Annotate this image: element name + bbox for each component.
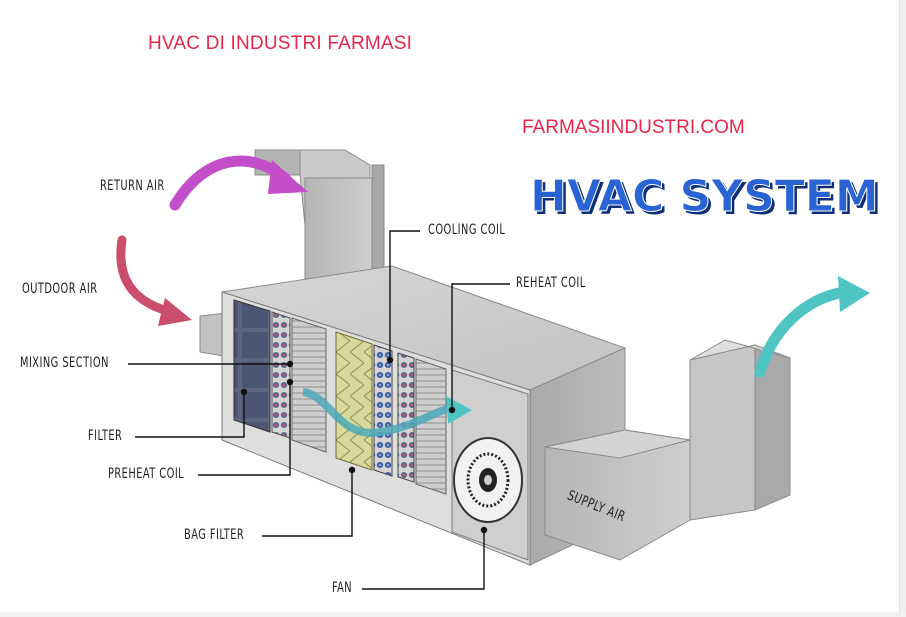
label-outdoor-air: OUTDOOR AIR	[22, 281, 98, 297]
bag-filter-unit	[335, 331, 373, 471]
supply-air-duct	[544, 339, 791, 561]
reheat-coil-unit	[397, 352, 415, 483]
frame-bottom	[0, 612, 906, 617]
label-mixing-section: MIXING SECTION	[20, 355, 109, 371]
preheat-coil-unit	[271, 311, 291, 439]
slat-section-2	[415, 358, 447, 495]
supply-air-arrowhead	[838, 276, 870, 312]
internal-airflow-arrow	[302, 388, 452, 437]
site-name: FARMASIINDUSTRI.COM	[522, 117, 745, 138]
hvac-system-logo: HVAC SYSTEM HVAC SYSTEM	[530, 171, 880, 226]
outdoor-air-arrowhead	[158, 298, 192, 326]
leader-lines	[128, 230, 510, 590]
supply-air-arrow	[754, 286, 851, 378]
label-return-air: RETURN AIR	[100, 178, 165, 194]
logo-shadow: HVAC SYSTEM	[533, 174, 880, 225]
return-air-arrow	[169, 155, 291, 211]
label-fan: FAN	[332, 580, 353, 596]
label-bag-filter: BAG FILTER	[184, 527, 245, 543]
logo-text: HVAC SYSTEM	[530, 171, 879, 222]
frame-edge	[899, 0, 906, 617]
leader-dots	[240, 356, 488, 534]
slat-section-1	[291, 317, 327, 453]
filter-panel	[233, 299, 271, 433]
cooling-coil-unit	[373, 344, 393, 477]
label-reheat-coil: REHEAT COIL	[516, 275, 586, 291]
page-title: HVAC DI INDUSTRI FARMASI	[148, 33, 413, 54]
label-preheat-coil: PREHEAT COIL	[108, 466, 185, 482]
return-air-arrowhead	[268, 160, 308, 194]
fan-unit	[451, 369, 529, 561]
label-cooling-coil: COOLING COIL	[428, 222, 506, 238]
label-filter: FILTER	[88, 428, 123, 444]
